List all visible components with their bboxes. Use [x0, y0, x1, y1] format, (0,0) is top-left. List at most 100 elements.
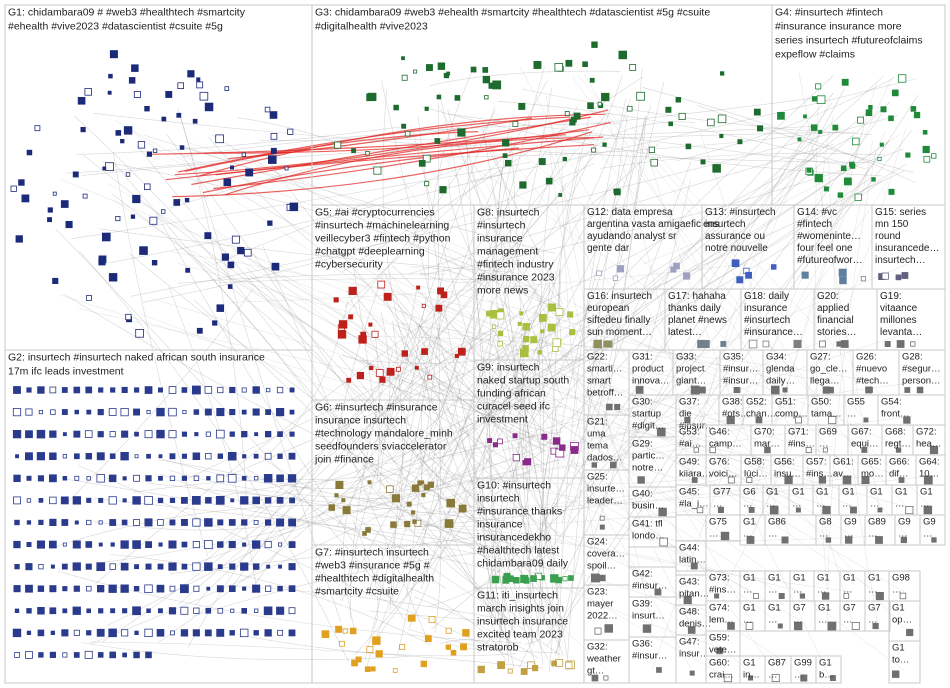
- group-label-line: …: [868, 615, 878, 626]
- network-node: [720, 71, 725, 76]
- group-label-line: G5: #ai #cryptocurrencies: [315, 207, 435, 219]
- network-node: [822, 447, 828, 453]
- inter-group-edge: [357, 376, 559, 436]
- network-node: [424, 106, 429, 111]
- network-node: [533, 61, 542, 69]
- network-node: [253, 476, 259, 481]
- network-node: [446, 71, 451, 76]
- network-node: [146, 409, 151, 415]
- group-label-line: #insurance thanks: [477, 506, 562, 518]
- network-node: [86, 476, 91, 481]
- inter-group-edge: [397, 66, 545, 655]
- network-node: [929, 445, 939, 455]
- group-label-g70: G70:mar…: [754, 427, 780, 450]
- inter-group-edge: [561, 115, 647, 545]
- network-node: [673, 262, 680, 270]
- network-node: [445, 627, 452, 634]
- network-node: [10, 185, 17, 192]
- group-label-line: stratorob: [477, 642, 519, 654]
- inter-group-edge: [182, 162, 729, 447]
- network-node: [139, 246, 148, 255]
- network-node: [26, 630, 32, 635]
- group-label-g8x: G8…: [819, 517, 832, 540]
- inter-group-edge: [402, 352, 905, 507]
- group-label-line: go_cle…: [810, 364, 848, 375]
- group-label-line: G66:: [889, 457, 910, 468]
- network-node: [216, 628, 225, 637]
- network-node: [636, 91, 646, 101]
- inter-group-edge: [519, 66, 829, 676]
- network-node: [839, 276, 847, 285]
- network-node: [216, 585, 224, 593]
- inter-group-edge: [400, 522, 881, 541]
- group-label-line: G31:: [632, 352, 653, 363]
- group-label-g1u: G1…: [818, 603, 831, 626]
- inter-group-edge: [177, 108, 342, 623]
- network-node: [562, 156, 567, 162]
- group-box-g41: [628, 516, 677, 548]
- inter-group-edge: [540, 453, 560, 630]
- network-node: [133, 474, 141, 482]
- inter-group-edge: [168, 286, 256, 584]
- inter-group-edge: [398, 289, 537, 521]
- network-node: [861, 446, 868, 453]
- network-node: [822, 505, 831, 515]
- inter-group-edge: [777, 180, 889, 332]
- inter-group-edge: [559, 113, 882, 515]
- network-node: [538, 158, 546, 165]
- network-node: [460, 643, 467, 651]
- inter-group-edge: [358, 299, 547, 540]
- group-label-line: …: [818, 615, 828, 626]
- network-node: [241, 519, 248, 526]
- network-node: [439, 186, 447, 194]
- network-node: [168, 607, 177, 615]
- inter-group-edge: [402, 163, 907, 464]
- network-node: [884, 340, 891, 347]
- group-label-line: G1: [816, 487, 829, 498]
- network-node: [726, 415, 735, 425]
- network-node: [569, 329, 576, 336]
- inter-group-edge: [512, 75, 623, 290]
- network-node: [134, 630, 139, 635]
- group-label-line: G28:: [902, 352, 923, 363]
- network-node: [348, 286, 357, 296]
- group-label-line: G89: [868, 517, 886, 528]
- group-label-line: join #finance: [314, 454, 374, 466]
- network-node: [445, 644, 452, 650]
- inter-group-edge: [128, 252, 498, 539]
- group-label-line: applied: [817, 303, 849, 314]
- network-node: [86, 519, 92, 526]
- network-node: [109, 50, 118, 59]
- group-label-line: …: [743, 585, 753, 596]
- network-node: [700, 159, 706, 165]
- inter-group-edge: [387, 271, 653, 589]
- network-node: [825, 537, 832, 543]
- group-label-line: G68:: [885, 427, 906, 438]
- group-label-line: levanta…: [880, 327, 922, 338]
- group-label-line: …: [713, 499, 723, 510]
- network-node: [169, 475, 176, 482]
- inter-group-edge: [211, 227, 778, 623]
- network-node: [85, 541, 93, 548]
- network-node: [462, 629, 470, 637]
- network-node: [96, 452, 105, 461]
- network-node: [931, 537, 937, 543]
- network-node: [690, 562, 698, 570]
- group-label-line: management: [477, 246, 538, 258]
- network-node: [109, 563, 116, 570]
- network-node: [276, 606, 285, 615]
- inter-group-edge: [102, 372, 421, 643]
- network-node: [132, 606, 141, 616]
- inter-group-edge: [74, 115, 406, 520]
- network-node: [15, 454, 19, 459]
- inter-group-edge: [506, 536, 527, 649]
- group-label-line: giant…: [676, 376, 706, 387]
- inter-group-edge: [177, 273, 447, 284]
- inter-group-edge: [133, 478, 349, 493]
- group-label-g28: G28:#segur…person…: [902, 352, 941, 387]
- group-label-line: #ehealth #vive2023 #datascientist #csuit…: [8, 21, 223, 33]
- group-label-line: …: [793, 585, 803, 596]
